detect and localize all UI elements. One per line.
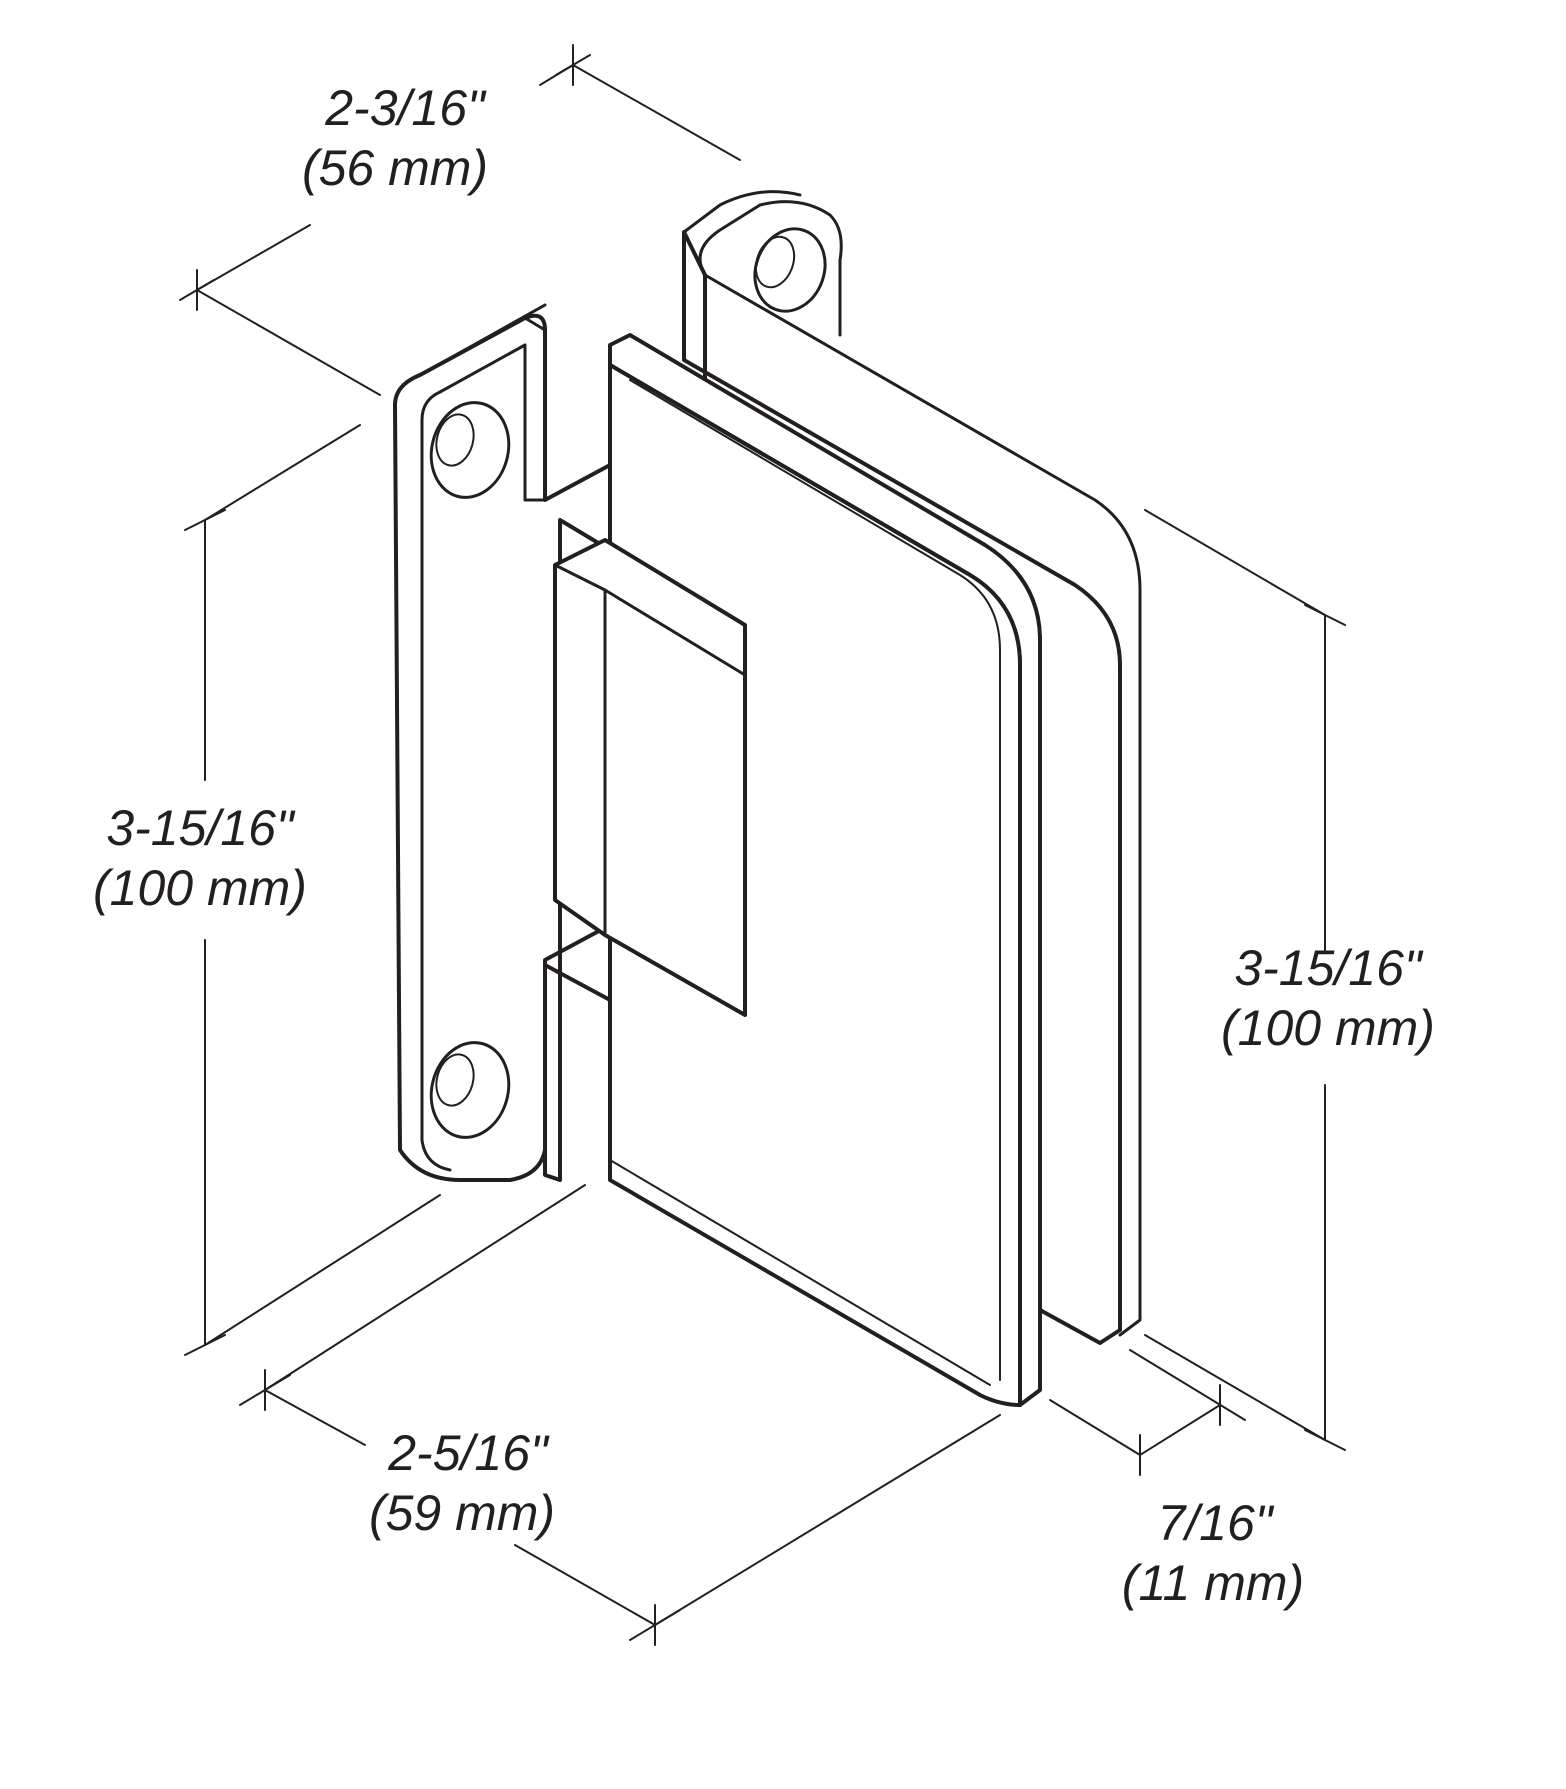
right-height-metric: (100 mm) (1221, 1000, 1435, 1056)
right-height-imperial: 3-15/16" (1234, 940, 1424, 996)
top-width-metric: (56 mm) (302, 140, 488, 196)
left-height-imperial: 3-15/16" (106, 800, 296, 856)
wall-mount-plate (393, 303, 612, 1182)
hinge-illustration (393, 190, 1142, 1407)
glass-thickness-metric: (11 mm) (1122, 1555, 1304, 1611)
bottom-depth-imperial: 2-5/16" (387, 1425, 550, 1481)
glass-thickness-imperial: 7/16" (1157, 1495, 1274, 1551)
hinge-knuckle (553, 538, 747, 1017)
top-width-imperial: 2-3/16" (324, 80, 487, 136)
dimension-labels: 2-3/16" (56 mm) 3-15/16" (100 mm) 3-15/1… (93, 80, 1435, 1611)
left-height-metric: (100 mm) (93, 860, 307, 916)
bottom-depth-metric: (59 mm) (369, 1485, 555, 1541)
dimension-lines (179, 44, 1346, 1646)
